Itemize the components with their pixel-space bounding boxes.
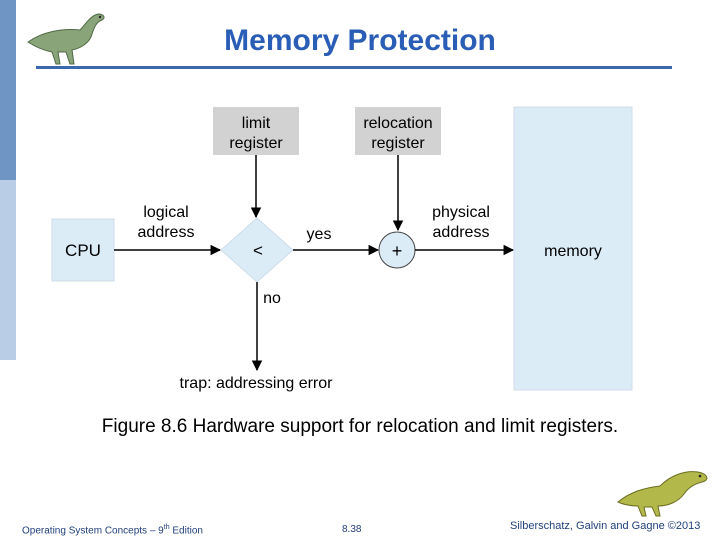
logical-address-label-1: logical [143,204,188,221]
cpu-box [51,218,115,282]
footer-book-title: Operating System Concepts – 9 [22,525,164,537]
cpu-label: CPU [65,241,101,260]
trap-label: trap: addressing error [180,375,334,392]
relocation-register-label-1: relocation [363,115,432,132]
figure-caption: Figure 8.6 Hardware support for relocati… [101,416,619,437]
memory-box [513,106,633,391]
limit-register-label-2: register [229,135,283,152]
footer-copyright: Silberschatz, Galvin and Gagne ©2013 [510,520,701,532]
page-title: Memory Protection [224,24,496,57]
memory-label: memory [544,243,602,260]
physical-address-label-1: physical [432,204,490,221]
footer-book-suffix: Edition [169,525,203,537]
dinosaur-logo-icon-bottom [617,471,708,517]
memory-protection-diagram: limit register relocation register CPU m… [51,106,633,392]
no-label: no [263,290,281,307]
limit-register-label-1: limit [242,115,271,132]
footer-book: Operating System Concepts – 9th Edition [22,524,203,536]
footer-page-number: 8.38 [342,524,362,535]
physical-address-label-2: address [433,224,490,241]
title-divider [36,66,672,69]
left-accent-bar-light [0,180,16,360]
logical-address-label-2: address [138,224,195,241]
adder-symbol: + [392,241,403,261]
footer-book-superscript: th [163,524,170,531]
relocation-register-box [355,107,441,155]
yes-label: yes [307,226,332,243]
left-accent-bar [0,0,16,180]
dinosaur-logo-icon [27,13,105,65]
limit-register-box [213,107,299,155]
compare-symbol: < [253,241,263,260]
relocation-register-label-2: register [371,135,425,152]
